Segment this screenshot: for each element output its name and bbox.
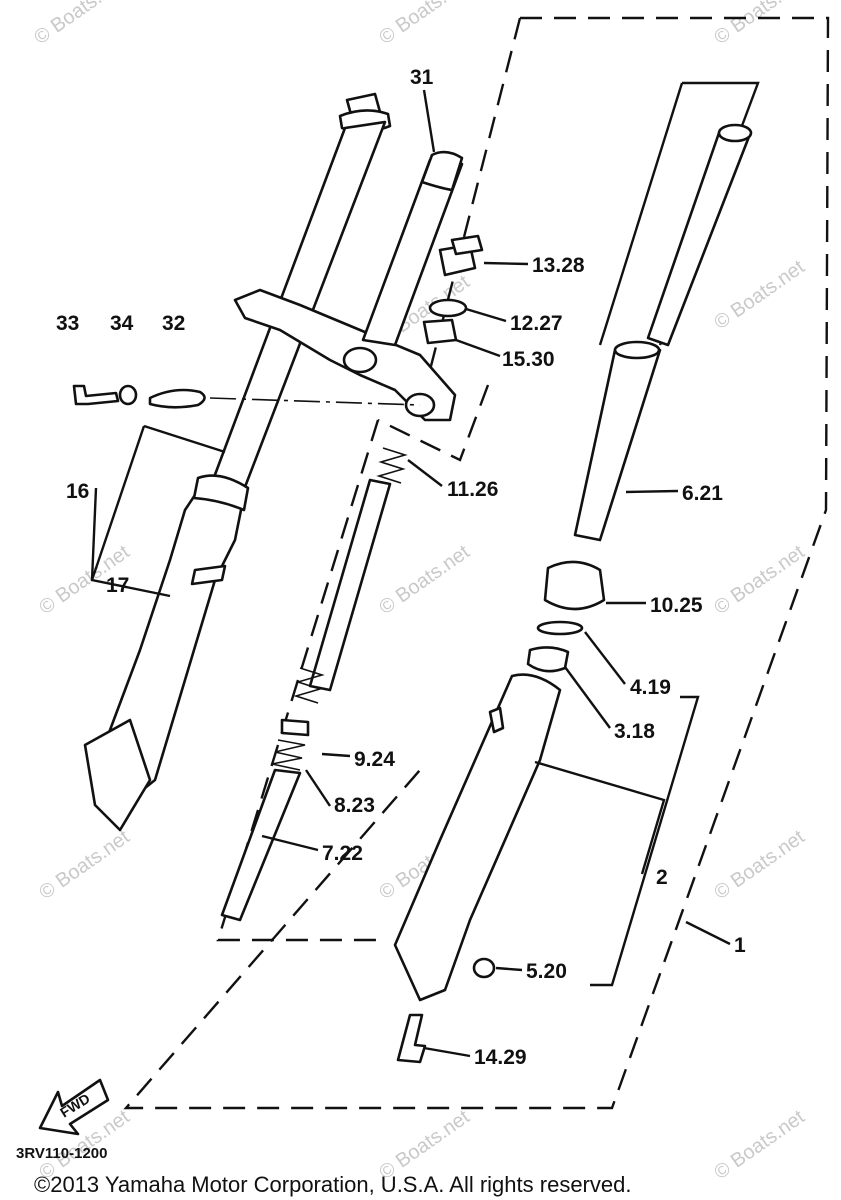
o-ring-12-27 (428, 298, 468, 318)
watermark: © Boats.net (710, 541, 809, 619)
damper-seat-8-23 (271, 739, 306, 771)
diagram-code: 3RV110-1200 (16, 1145, 107, 1162)
watermark: © Boats.net (710, 256, 809, 334)
rebound-spring-11-26 (376, 447, 408, 484)
callout-13-28: 13.28 (532, 254, 585, 277)
rebound-spring-lower (293, 667, 325, 704)
callout-16: 16 (66, 480, 89, 503)
inner-tube-bracket-left (598, 82, 684, 346)
clip-4-19 (536, 620, 584, 636)
callout-32: 32 (162, 312, 185, 335)
oil-seal-3-18 (526, 646, 570, 673)
watermark: © Boats.net (710, 0, 809, 49)
damper-group-boundary (216, 419, 380, 942)
watermark: © Boats.net (375, 0, 474, 49)
callout-10-25: 10.25 (650, 594, 703, 617)
callout-labels: 31 13.28 12.27 15.30 33 34 32 11.26 6.21… (56, 66, 746, 1069)
left-fork-assembly (83, 92, 464, 832)
fwd-arrow-icon (38, 1078, 110, 1136)
assembly-centerline (209, 397, 421, 406)
callout-1: 1 (734, 934, 746, 957)
watermark: © Boats.net (375, 541, 474, 619)
inner-tube-top (613, 340, 661, 360)
callout-7-22: 7.22 (322, 842, 363, 865)
callout-15-30: 15.30 (502, 348, 555, 371)
right-dust-cap (488, 706, 505, 734)
cap-bolt-13-28-hex (450, 234, 484, 256)
left-slider-tab (190, 564, 227, 586)
watermark: © Boats.net (35, 826, 134, 904)
callout-3-18: 3.18 (614, 720, 655, 743)
watermark: © Boats.net (30, 0, 129, 49)
outer-tube-2 (393, 673, 562, 1002)
bolt-14-29 (396, 1013, 427, 1064)
callout-2: 2 (656, 866, 668, 889)
watermark: © Boats.net (710, 826, 809, 904)
washer-5-20 (472, 957, 496, 979)
leader-lines (261, 89, 731, 1058)
piston-ring-9-24 (280, 718, 310, 737)
clamp-pin (148, 388, 206, 409)
callout-34: 34 (110, 312, 134, 335)
left-dust-seal (192, 474, 250, 512)
dust-seal-10-25 (543, 560, 606, 611)
callout-17: 17 (106, 574, 129, 597)
clamp-boss (342, 346, 378, 374)
callout-5-20: 5.20 (526, 960, 567, 983)
callout-33: 33 (56, 312, 79, 335)
callout-31: 31 (410, 66, 434, 89)
clamp-fasteners (72, 384, 421, 409)
assembly-boundary-inner (428, 17, 522, 371)
inner-tube-6-21 (573, 348, 662, 542)
callout-12-27: 12.27 (510, 312, 563, 335)
bracket-17 (90, 425, 146, 581)
right-fork-parts (393, 123, 753, 1064)
damper-parts (220, 447, 408, 922)
callout-6-21: 6.21 (682, 482, 723, 505)
callout-14-29: 14.29 (474, 1046, 527, 1069)
callout-8-23: 8.23 (334, 794, 375, 817)
cylinder-7-22 (220, 768, 302, 922)
left-fork-bottom (83, 718, 152, 832)
assembly-boundary (123, 16, 830, 1110)
copyright-notice: ©2013 Yamaha Motor Corporation, U.S.A. A… (34, 1172, 631, 1197)
callout-9-24: 9.24 (354, 748, 395, 771)
damper-rod (308, 478, 392, 692)
clamp-washer (118, 384, 138, 406)
tube-top-ring (717, 123, 753, 143)
bracket-17-top (143, 424, 226, 454)
watermark: © Boats.net (710, 1106, 809, 1184)
steering-group-boundary (377, 384, 490, 462)
spacer-15-30 (422, 318, 458, 345)
stem-thread (420, 150, 464, 192)
callout-11-26: 11.26 (447, 478, 498, 501)
callout-4-19: 4.19 (630, 676, 671, 699)
clamp-bolt (72, 384, 120, 406)
